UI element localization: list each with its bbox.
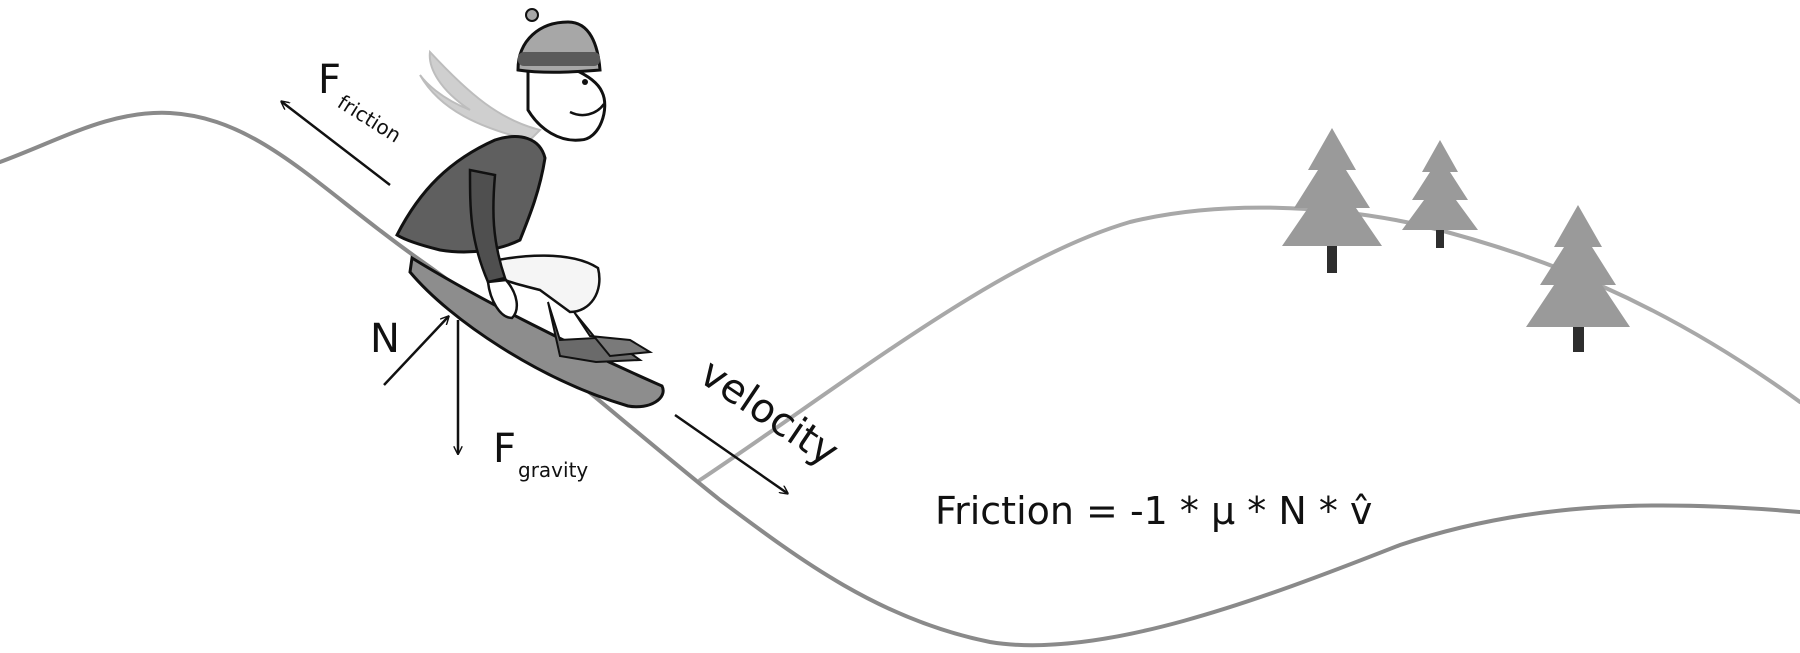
normal-label: N <box>370 316 400 362</box>
velocity-label: velocity <box>691 350 846 476</box>
tree-icon <box>1282 128 1382 273</box>
friction-subscript: friction <box>333 90 405 148</box>
far-hill <box>698 205 1800 482</box>
gravity-subscript: gravity <box>518 458 588 482</box>
friction-equation: Friction = -1 * μ * N * v̂ <box>935 489 1372 533</box>
sledder-icon <box>395 8 665 409</box>
friction-arrow <box>282 102 391 186</box>
gravity-label: F <box>493 426 516 472</box>
tree-icon <box>1402 140 1478 248</box>
velocity-arrow <box>674 413 787 493</box>
tree-icon <box>1526 205 1630 352</box>
normal-arrow <box>383 317 448 386</box>
friction-label: F <box>318 57 341 103</box>
near-hill <box>0 110 1800 648</box>
